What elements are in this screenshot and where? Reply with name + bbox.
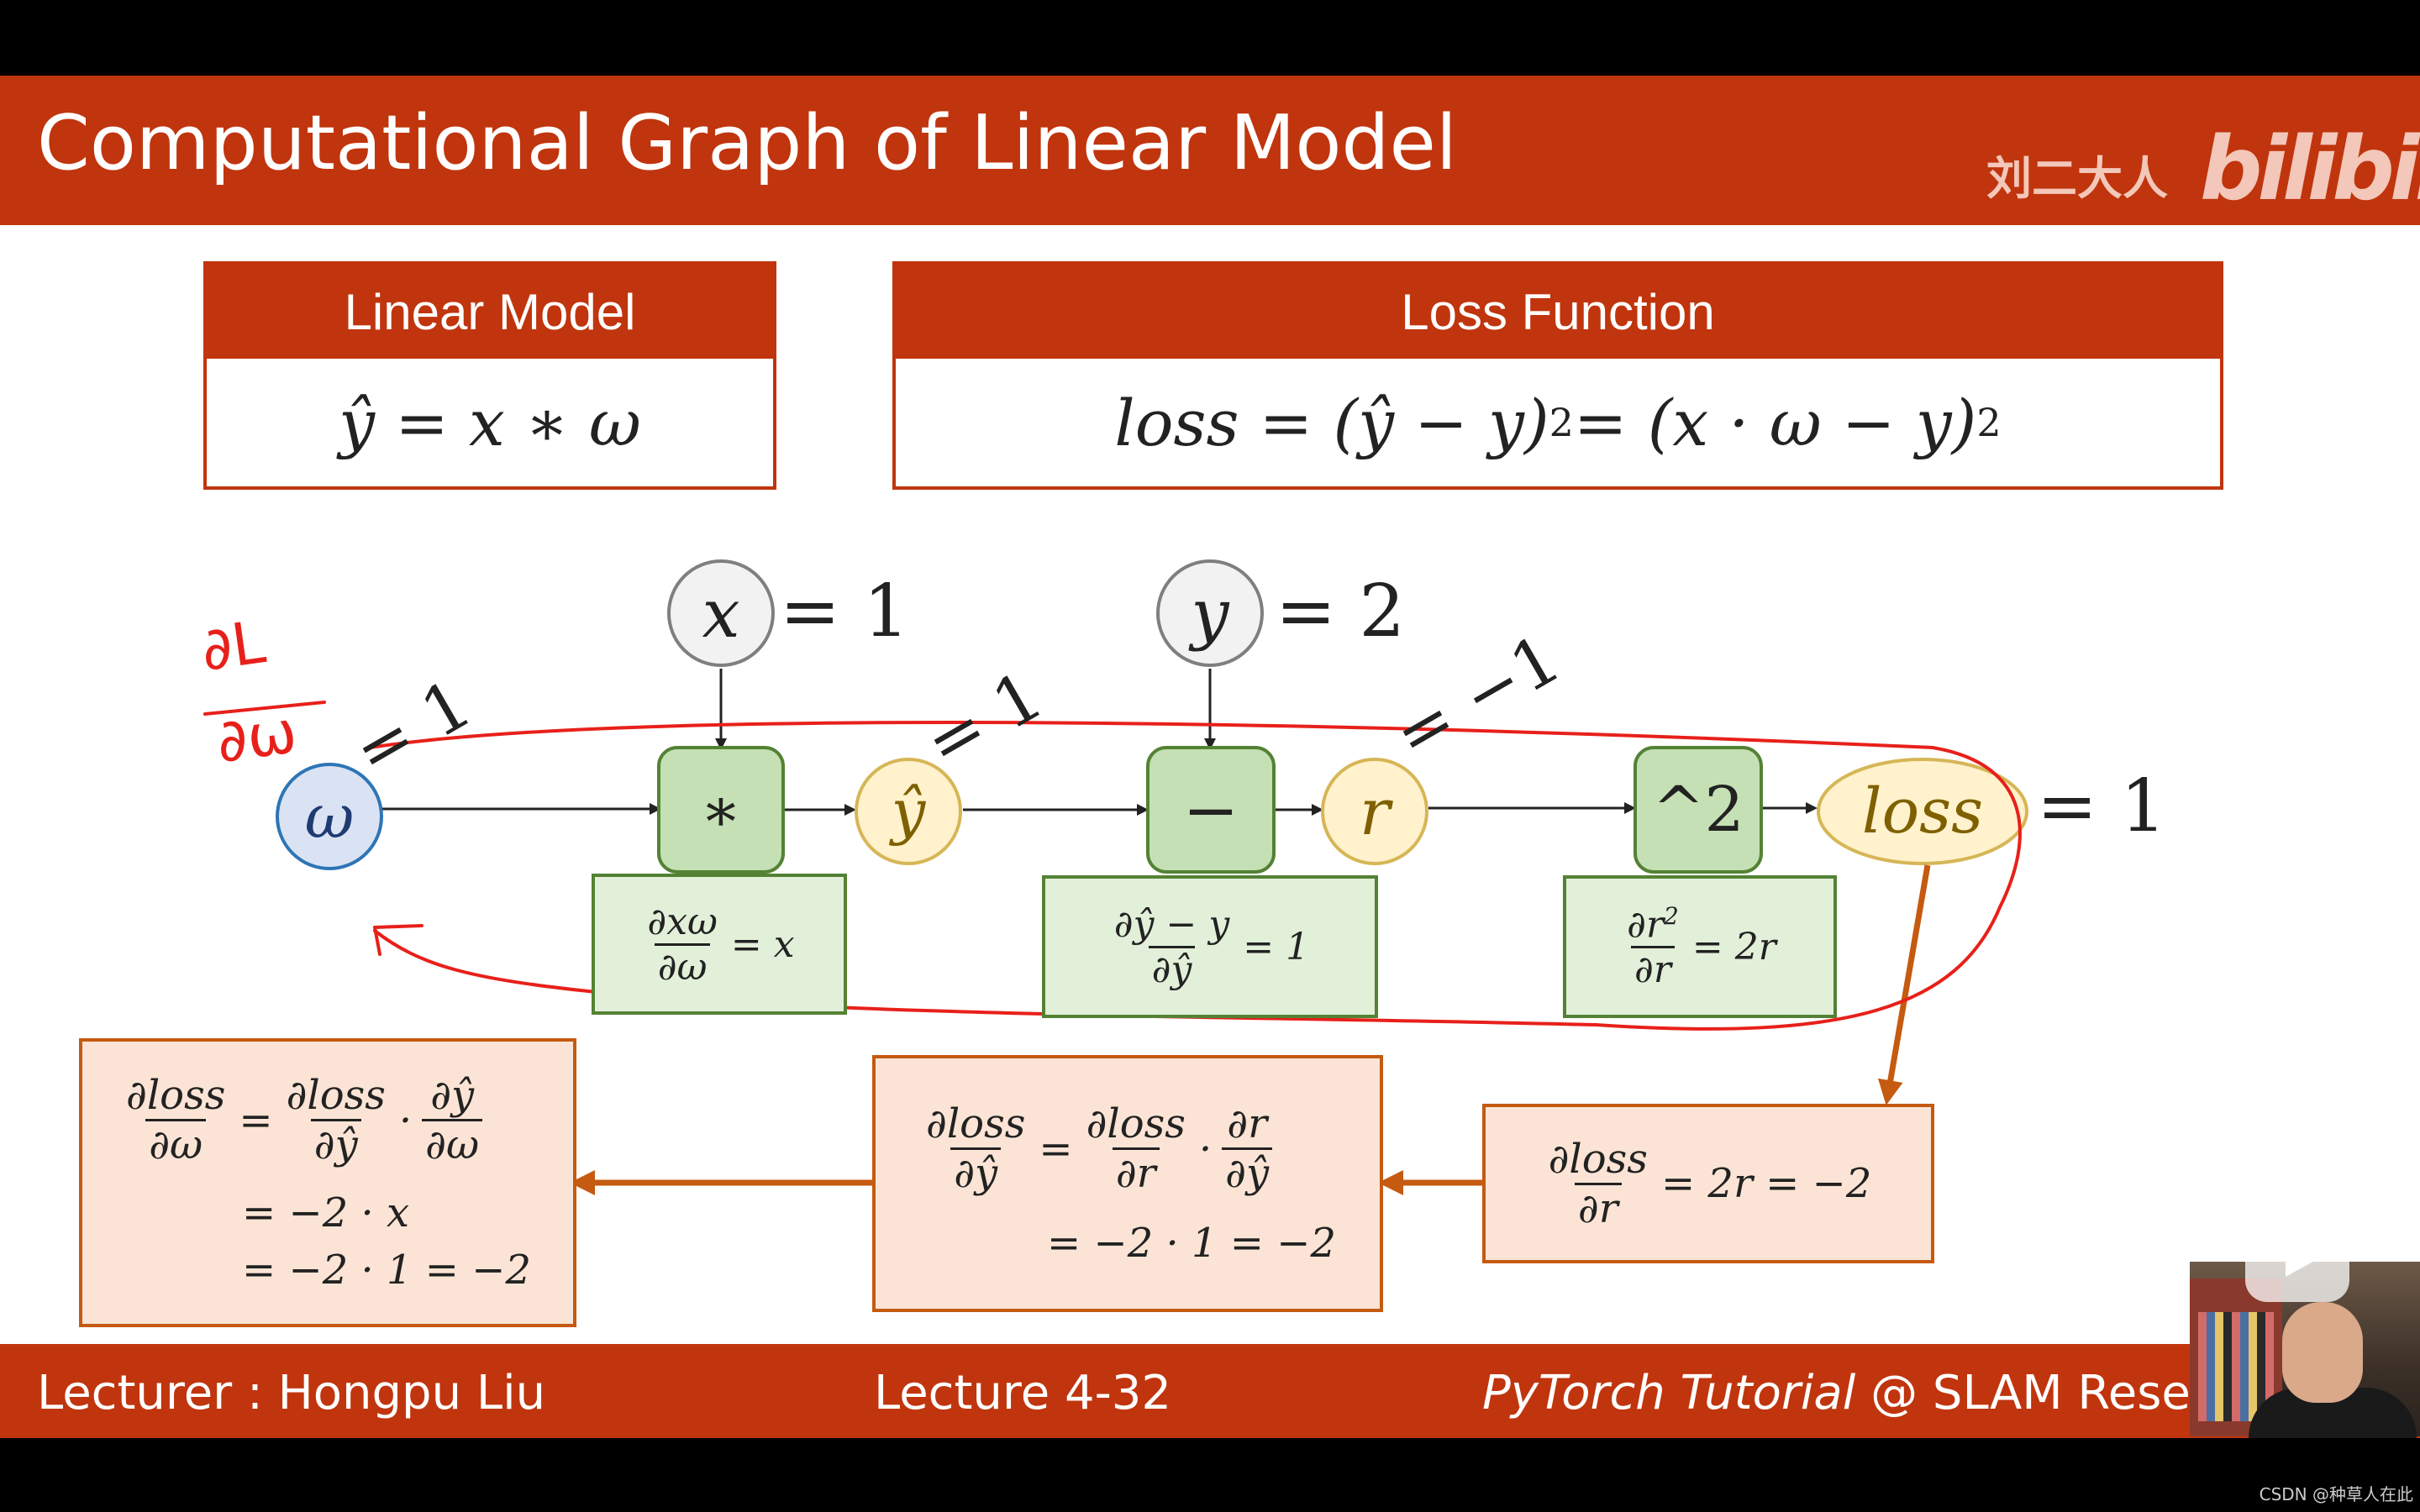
calc-dw-dot: ·	[398, 1096, 413, 1144]
calc-dw-lhs-num: ∂loss	[126, 1072, 226, 1119]
loss-formula-mid: = (x · ω − y)	[1573, 385, 1977, 460]
play-icon[interactable]	[2245, 1215, 2349, 1302]
op-sq	[1634, 746, 1763, 874]
footer-bar: Lecturer : Hongpu Liu Lecture 4-32 PyTor…	[0, 1344, 2420, 1438]
calc-dw-a-den: ∂ŷ	[310, 1119, 361, 1168]
node-x	[667, 559, 775, 667]
calc-dloss-dr: ∂loss∂r = 2r = −2	[1482, 1104, 1934, 1263]
calc-dyhat-line2: = −2 · 1 = −2	[1047, 1220, 1337, 1267]
linear-model-panel: Linear Model ŷ = x ∗ ω	[203, 261, 776, 490]
loss-formula-left: loss = (ŷ − y)	[1114, 385, 1549, 460]
annotation-frac-bar	[203, 701, 326, 716]
calc-dw-line3: = −2 · 1 = −2	[242, 1247, 532, 1294]
calc-dr-rhs: = 2r = −2	[1660, 1160, 1872, 1207]
op-sq-label: ^2	[1652, 774, 1744, 846]
node-r	[1321, 758, 1428, 865]
footer-course-title: PyTorch Tutorial	[1482, 1366, 1856, 1420]
deriv-mul-num: ∂xω	[647, 900, 718, 943]
y-value: = 2	[1276, 570, 1406, 654]
deriv-sub-rhs: = 1	[1243, 925, 1310, 969]
x-value: = 1	[780, 570, 910, 654]
title-bar	[0, 76, 2420, 225]
deriv-sq-num: ∂r	[1627, 903, 1665, 947]
calc-dw-b-den: ∂ω	[422, 1119, 483, 1168]
deriv-sub-den: ∂ŷ	[1148, 945, 1196, 991]
calc-dyhat-lhs-num: ∂loss	[926, 1100, 1026, 1147]
calc-dw-eq: =	[239, 1096, 273, 1144]
calc-dw-lhs-den: ∂ω	[145, 1119, 207, 1168]
calc-dloss-dw: ∂loss∂ω = ∂loss∂ŷ · ∂ŷ∂ω = −2 · x = −2 ·…	[79, 1038, 576, 1327]
calc-dyhat-lhs-den: ∂ŷ	[950, 1147, 1002, 1197]
calc-dyhat-a-num: ∂loss	[1086, 1100, 1186, 1147]
bilibili-logo: bilibili	[2200, 118, 2420, 220]
calc-dloss-dyhat: ∂loss∂ŷ = ∂loss∂r · ∂r∂ŷ = −2 · 1 = −2	[872, 1055, 1383, 1312]
calc-dw-b-num: ∂ŷ	[430, 1072, 475, 1119]
node-y-label: y	[1191, 574, 1229, 653]
deriv-sq-den: ∂r	[1631, 946, 1675, 991]
calc-dr-num: ∂loss	[1548, 1135, 1648, 1183]
linear-model-header: Linear Model	[207, 265, 773, 359]
calc-dyhat-b-num: ∂r	[1227, 1100, 1268, 1147]
node-loss	[1817, 758, 2028, 865]
loss-formula-exp-2: 2	[1976, 400, 2002, 445]
brand-name: 刘二大人	[1986, 152, 2168, 205]
node-yhat	[855, 758, 962, 865]
node-w	[276, 763, 383, 870]
calc-dyhat-b-den: ∂ŷ	[1222, 1147, 1273, 1197]
op-mul	[657, 746, 785, 874]
annotation-dw: ∂ω	[212, 696, 302, 777]
node-r-label: r	[1359, 774, 1391, 849]
node-yhat-label: ŷ	[891, 776, 926, 847]
calc-dyhat-dot: ·	[1198, 1125, 1213, 1173]
footer-course: PyTorch Tutorial @ SLAM Resear	[1482, 1366, 2238, 1420]
deriv-sq-num-sup: 2	[1664, 901, 1679, 930]
loss-formula-exp-1: 2	[1549, 400, 1574, 445]
calc-dyhat-a-den: ∂r	[1112, 1147, 1160, 1197]
op-sub	[1146, 746, 1276, 874]
node-loss-label: loss	[1861, 775, 1984, 848]
webcam-lecturer-face	[2282, 1302, 2363, 1403]
footer-lecturer: Lecturer : Hongpu Liu	[37, 1366, 546, 1420]
calc-dr-den: ∂r	[1574, 1182, 1622, 1232]
node-w-label: ω	[304, 781, 355, 852]
local-deriv-sub: ∂ŷ − y∂ŷ = 1	[1042, 875, 1378, 1018]
deriv-sq-rhs: = 2r	[1691, 925, 1776, 969]
footer-course-org: @ SLAM Resear	[1855, 1366, 2239, 1420]
deriv-mul-rhs: = x	[730, 922, 795, 966]
calc-dyhat-eq: =	[1039, 1125, 1073, 1173]
calc-dw-line2: = −2 · x	[242, 1189, 410, 1236]
loss-function-panel: Loss Function loss = (ŷ − y)2= (x · ω − …	[892, 261, 2223, 490]
deriv-sub-num: ∂ŷ − y	[1113, 902, 1230, 946]
backprop-arrow-loss	[1877, 864, 1931, 1105]
annotation-arrowhead	[373, 924, 424, 956]
local-deriv-mul: ∂xω∂ω = x	[592, 874, 847, 1015]
csdn-watermark: CSDN @种草人在此	[2259, 1484, 2413, 1504]
calc-dw-a-num: ∂loss	[286, 1072, 386, 1119]
op-sub-label: −	[1182, 770, 1239, 849]
node-x-label: x	[702, 574, 740, 653]
node-y	[1156, 559, 1264, 667]
local-deriv-sq: ∂r2∂r = 2r	[1563, 875, 1837, 1018]
footer-lecture-number: Lecture 4-32	[874, 1366, 1172, 1420]
deriv-mul-den: ∂ω	[654, 942, 711, 989]
linear-model-formula: ŷ = x ∗ ω	[339, 385, 641, 460]
slide-title: Computational Graph of Linear Model	[37, 99, 1457, 187]
loss-function-formula: loss = (ŷ − y)2= (x · ω − y)2	[896, 359, 2220, 486]
op-mul-label: ∗	[700, 774, 742, 845]
loss-value: = 1	[2037, 764, 2167, 848]
loss-function-header: Loss Function	[896, 265, 2220, 359]
annotation-dl: ∂L	[197, 607, 270, 685]
